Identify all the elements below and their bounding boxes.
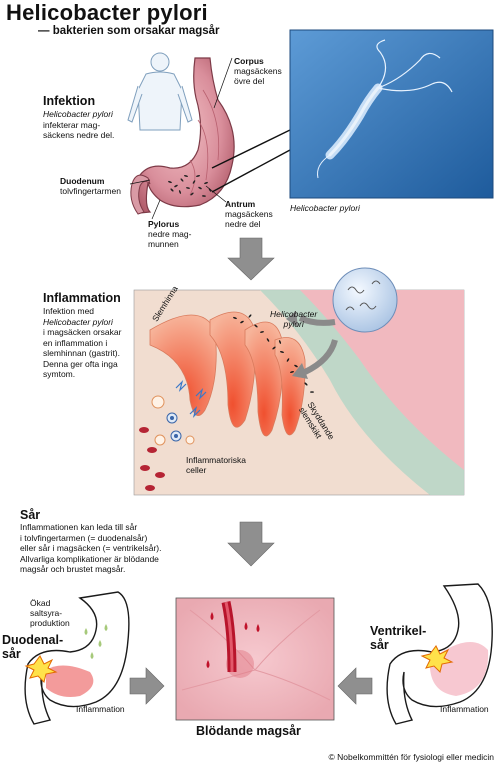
antrum-desc: magsäckens nedre del <box>225 209 273 229</box>
duodenal-ulcer-label: Duodenal- sår <box>2 633 64 661</box>
bleeding-ulcer <box>175 597 335 721</box>
stomach-illustration <box>129 57 291 220</box>
inflammation-text-italic: Helicobacter pylori <box>43 316 113 327</box>
bacteria-zoom-bubble <box>332 267 398 333</box>
inflammation-text-b: i magsäcken orsakar en inflammation i sl… <box>43 327 122 379</box>
antrum-label: Antrum magsäckens nedre del <box>225 199 273 229</box>
inflammation-heading: Inflammation <box>43 291 121 305</box>
inflammatory-cells <box>139 380 207 491</box>
ulcer-text: Inflammationen kan leda till sår i tolvf… <box>20 522 162 574</box>
pylorus-desc: nedre mag- munnen <box>148 229 192 249</box>
inflammation-text: Infektion med Helicobacter pylori i mags… <box>43 306 135 380</box>
bacteria-micrograph <box>289 29 494 199</box>
ulcer-heading: Sår <box>20 508 41 522</box>
duodenum-title: Duodenum <box>60 176 105 186</box>
micrograph-caption: Helicobacter pylori <box>290 203 360 213</box>
duodenum-desc: tolvfingertarmen <box>60 186 121 196</box>
acid-label: Ökad saltsyra- produktion <box>30 598 70 628</box>
pylorus-title: Pylorus <box>148 219 180 229</box>
infection-text-rest: infekterar mag- säckens nedre del. <box>43 119 115 141</box>
stomach-gastric-ulcer <box>386 583 493 725</box>
gastric-ulcer-label: Ventrikel- sår <box>370 624 427 652</box>
infection-heading: Infektion <box>43 94 96 108</box>
right-arrow-left <box>129 667 165 705</box>
page-title: Helicobacter pylori <box>6 0 208 25</box>
corpus-desc: magsäckens övre del <box>234 66 282 86</box>
human-silhouette <box>127 52 193 131</box>
antrum-title: Antrum <box>225 199 256 209</box>
bleeding-ulcer-label: Blödande magsår <box>196 724 301 738</box>
pylorus-label: Pylorus nedre mag- munnen <box>148 219 191 249</box>
duodenum-label: Duodenum tolvfingertarmen <box>60 176 121 196</box>
left-arrow-right <box>337 667 373 705</box>
inflammation-tissue <box>133 289 465 496</box>
corpus-title: Corpus <box>234 56 264 66</box>
inflammation-left-label: Inflammation <box>76 704 125 714</box>
down-arrow-1 <box>227 237 275 281</box>
inflammation-right-label: Inflammation <box>440 704 489 714</box>
copyright-text: © Nobelkommittén för fysiologi eller med… <box>328 752 494 762</box>
bacteria-label: Helicobacter pylori <box>270 309 318 329</box>
infection-text-italic: Helicobacter pylori <box>43 109 113 119</box>
down-arrow-2 <box>227 521 275 567</box>
page-subtitle: — bakterien som orsakar magsår <box>38 25 220 37</box>
corpus-label: Corpus magsäckens övre del <box>234 56 282 86</box>
infection-text: Helicobacter pylori infekterar mag- säck… <box>43 109 138 141</box>
inflammation-text-a: Infektion med <box>43 306 95 316</box>
cells-label: Inflammatoriska celler <box>186 455 246 475</box>
stomach-duodenal-ulcer <box>24 591 130 725</box>
